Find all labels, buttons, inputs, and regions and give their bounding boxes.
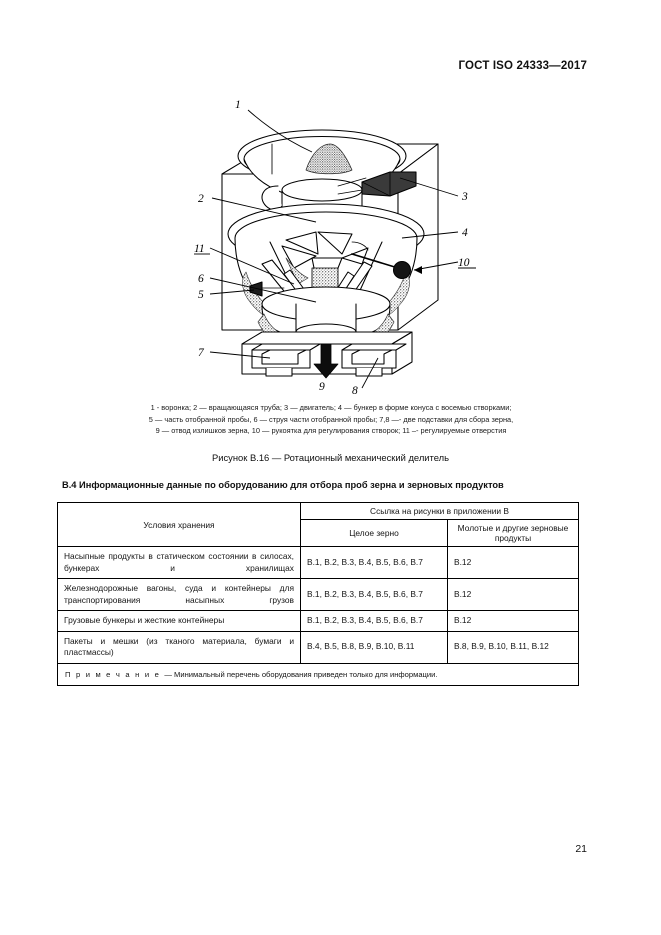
table-cell-whole-grain: В.1, В.2, В.3, В.4, В.5, В.6, В.7 xyxy=(300,546,448,579)
table-header-whole-grain: Целое зерно xyxy=(300,519,448,547)
table-header-reference-group: Ссылка на рисунки в приложении В xyxy=(300,502,579,520)
figure-container: 1 2 3 4 10 11 6 5 7 8 9 xyxy=(0,82,661,394)
table-note-row: П р и м е ч а н и е — Минимальный перече… xyxy=(57,662,579,686)
table-note-cell: П р и м е ч а н и е — Минимальный перече… xyxy=(57,662,579,686)
table-header-row-2: Целое зерно Молотые и другие зерновые пр… xyxy=(58,519,579,547)
callout-1: 1 xyxy=(235,99,241,111)
running-header-standard-ref: ГОСТ ISO 24333—2017 xyxy=(458,60,587,72)
table-row: Насыпные продукты в статическом состояни… xyxy=(57,546,579,579)
table-header-milled-products: Молотые и другие зерновые продукты xyxy=(447,519,579,547)
figure-legend-line-3: 9 — отвод излишков зерна, 10 — рукоятка … xyxy=(155,426,507,436)
callout-6: 6 xyxy=(198,273,204,285)
table-cell-milled-products: В.8, В.9, В.10, В.11, В.12 xyxy=(447,630,579,664)
callout-10: 10 xyxy=(458,257,470,269)
table-row: Пакеты и мешки (из тканого материала, бу… xyxy=(57,630,579,664)
table-note-text: — Минимальный перечень оборудования прив… xyxy=(164,669,438,679)
table-note-lead: П р и м е ч а н и е xyxy=(65,669,165,679)
table-cell-condition: Пакеты и мешки (из тканого материала, бу… xyxy=(57,630,301,664)
table-row: Грузовые бункеры и жесткие контейнеры В.… xyxy=(57,610,579,632)
callout-4: 4 xyxy=(462,227,468,239)
table-cell-condition: Железнодорожные вагоны, суда и контейнер… xyxy=(57,578,301,611)
callout-2: 2 xyxy=(198,193,204,205)
figure-legend-line-1: 1 - воронка; 2 — вращающаяся труба; 3 — … xyxy=(150,403,512,412)
callout-9: 9 xyxy=(319,381,325,393)
figure-legend-line-2: 5 — часть отобранной пробы, 6 — струя ча… xyxy=(148,414,514,424)
equipment-reference-table: Условия хранения Ссылка на рисунки в при… xyxy=(57,502,579,686)
clause-heading: В.4 Информационные данные по оборудовани… xyxy=(62,480,504,490)
table-cell-milled-products: В.12 xyxy=(447,578,579,611)
callout-8: 8 xyxy=(352,385,358,394)
table-header-row-1: Условия хранения Ссылка на рисунки в при… xyxy=(57,502,579,547)
table-row: Железнодорожные вагоны, суда и контейнер… xyxy=(57,578,579,611)
callout-3: 3 xyxy=(461,191,468,203)
page-number: 21 xyxy=(575,843,587,855)
table-cell-condition: Грузовые бункеры и жесткие контейнеры xyxy=(57,610,301,632)
table-cell-milled-products: В.12 xyxy=(447,610,579,632)
callout-11: 11 xyxy=(194,243,205,255)
table-cell-whole-grain: В.1, В.2, В.3, В.4, В.5, В.6, В.7 xyxy=(300,610,448,632)
callout-5: 5 xyxy=(198,289,204,301)
table-cell-milled-products: В.12 xyxy=(447,546,579,579)
table-cell-whole-grain: В.1, В.2, В.3, В.4, В.5, В.6, В.7 xyxy=(300,578,448,611)
table-cell-whole-grain: В.4, В.5, В.8, В.9, В.10, В.11 xyxy=(300,630,448,664)
figure-caption: Рисунок В.16 — Ротационный механический … xyxy=(212,452,449,463)
figure-legend: 1 - воронка; 2 — вращающаяся труба; 3 — … xyxy=(72,402,590,437)
callout-7: 7 xyxy=(198,347,205,359)
table-cell-condition: Насыпные продукты в статическом состояни… xyxy=(57,546,301,579)
rotary-mechanical-divider-diagram: 1 2 3 4 10 11 6 5 7 8 9 xyxy=(193,99,476,394)
table-header-condition: Условия хранения xyxy=(57,502,301,547)
